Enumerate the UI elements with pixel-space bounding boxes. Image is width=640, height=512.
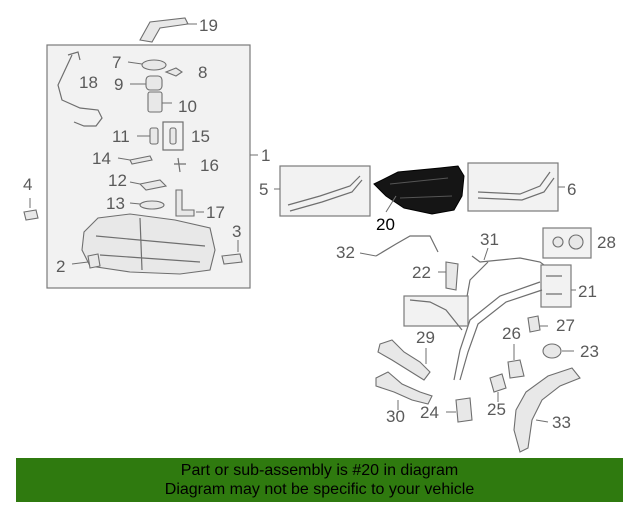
callout-17[interactable]: 17 — [206, 203, 225, 222]
part-17-sender — [175, 189, 195, 217]
part-31-pipe — [471, 255, 549, 269]
callout-7[interactable]: 7 — [112, 53, 121, 72]
callout-24[interactable]: 24 — [420, 403, 439, 422]
callout-4[interactable]: 4 — [23, 175, 32, 194]
footer-banner: Part or sub-assembly is #20 in diagram D… — [16, 458, 623, 502]
part-32-hose — [375, 235, 439, 257]
callout-2[interactable]: 2 — [56, 257, 65, 276]
callout-27[interactable]: 27 — [556, 316, 575, 335]
footer-line-1: Part or sub-assembly is #20 in diagram — [180, 462, 459, 479]
callout-13[interactable]: 13 — [106, 194, 125, 213]
part-15-box — [162, 121, 184, 151]
callout-16[interactable]: 16 — [200, 156, 219, 175]
part-7-ring — [141, 59, 167, 71]
part-9-cap — [145, 75, 163, 91]
callout-15[interactable]: 15 — [191, 127, 210, 146]
callout-5[interactable]: 5 — [259, 180, 268, 199]
callout-22[interactable]: 22 — [412, 263, 431, 282]
part-6-frame — [467, 162, 559, 212]
part-16-clip — [174, 157, 186, 173]
callout-28[interactable]: 28 — [597, 233, 616, 252]
callout-21[interactable]: 21 — [578, 282, 597, 301]
part-13-gasket — [139, 200, 165, 210]
part-30-hose — [375, 371, 433, 405]
callout-3[interactable]: 3 — [232, 222, 241, 241]
callout-6[interactable]: 6 — [567, 180, 576, 199]
part-14-strap — [129, 155, 153, 165]
part-18-hose — [57, 54, 103, 127]
callout-1[interactable]: 1 — [261, 146, 270, 165]
callout-18[interactable]: 18 — [79, 73, 98, 92]
callout-11[interactable]: 11 — [112, 127, 130, 146]
part-11-filter — [149, 127, 159, 145]
callout-19[interactable]: 19 — [199, 16, 218, 35]
part-12-gauge — [138, 179, 168, 191]
callout-29[interactable]: 29 — [416, 328, 435, 347]
filler-pipe-assembly — [453, 261, 543, 381]
part-5-frame — [279, 165, 371, 217]
part-27-clip — [527, 315, 541, 333]
callout-9[interactable]: 9 — [114, 75, 123, 94]
part-25-valve — [489, 373, 507, 393]
callout-10[interactable]: 10 — [178, 97, 197, 116]
callout-33[interactable]: 33 — [552, 413, 571, 432]
callout-14[interactable]: 14 — [92, 149, 111, 168]
part-20-highlighted[interactable] — [373, 165, 465, 215]
part-22-bracket — [445, 261, 459, 291]
callout-20[interactable]: 20 — [376, 215, 395, 234]
part-3-bracket — [221, 253, 243, 265]
part-24-bracket — [455, 397, 473, 423]
callout-32[interactable]: 32 — [336, 243, 355, 262]
callout-30[interactable]: 30 — [386, 407, 405, 426]
part-21-frame — [540, 264, 572, 308]
part-10-pump — [147, 91, 163, 113]
part-28-frame — [542, 227, 592, 259]
callout-31[interactable]: 31 — [480, 230, 499, 249]
callout-8[interactable]: 8 — [198, 63, 207, 82]
part-23-cap — [542, 343, 562, 359]
footer-line-2: Diagram may not be specific to your vehi… — [164, 481, 475, 498]
callout-25[interactable]: 25 — [487, 400, 506, 419]
callout-23[interactable]: 23 — [580, 342, 599, 361]
part-8-clip — [164, 67, 183, 77]
part-26-valve — [507, 359, 525, 379]
callout-12[interactable]: 12 — [108, 171, 127, 190]
part-29-hose — [377, 339, 431, 381]
part-2-bracket — [87, 253, 101, 269]
part-33-housing — [513, 367, 581, 453]
callout-26[interactable]: 26 — [502, 324, 521, 343]
part-19-bracket — [139, 17, 189, 43]
part-4-bolt — [23, 209, 39, 221]
